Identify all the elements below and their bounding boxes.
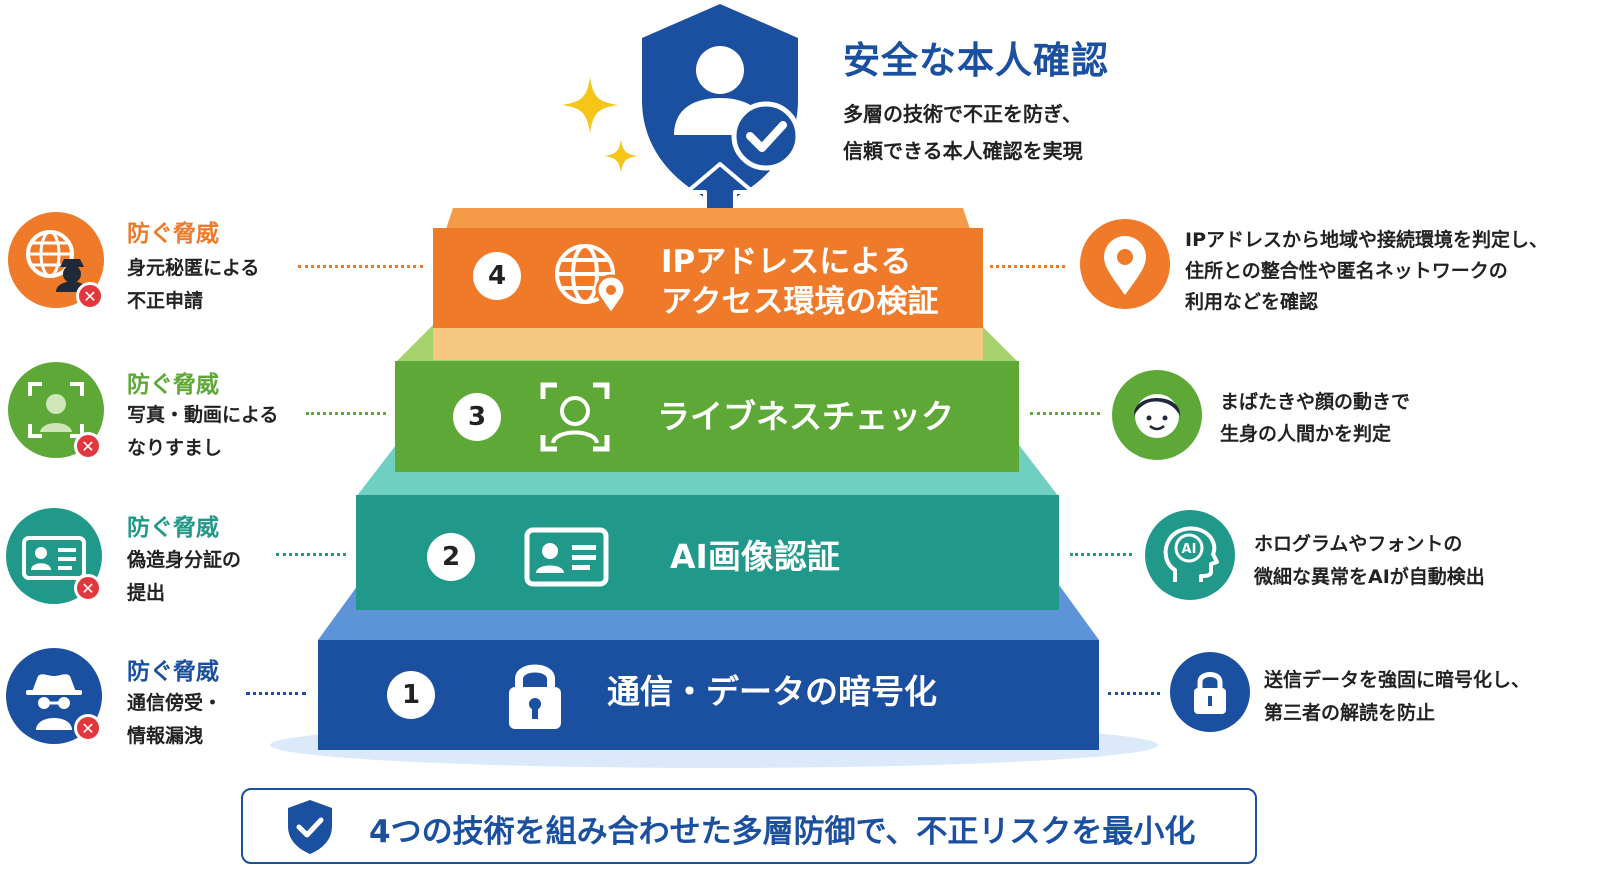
desc-text-line-2: 生身の人間かを判定 xyxy=(1220,423,1392,445)
ai-label: AI xyxy=(1182,542,1197,557)
globe-pin-icon xyxy=(555,244,627,314)
connector-dots xyxy=(1030,412,1100,415)
tier-number: 2 xyxy=(427,533,475,581)
id-card-icon xyxy=(22,536,86,580)
desc-text-line-3: 利用などを確認 xyxy=(1185,291,1319,313)
up-arrow-icon xyxy=(685,162,755,218)
sparkle-icon xyxy=(562,77,618,133)
face-scan-icon xyxy=(540,382,610,452)
threat-heading: 防ぐ脅威 xyxy=(127,659,219,685)
footer-text: 4つの技術を組み合わせた多層防御で、不正リスクを最小化 xyxy=(369,814,1196,850)
threat-text-line-1: 偽造身分証の xyxy=(127,549,242,571)
footer-banner: 4つの技術を組み合わせた多層防御で、不正リスクを最小化 xyxy=(241,788,1257,864)
page-title: 安全な本人確認 xyxy=(843,39,1109,82)
desc-icon-ai-head: AI xyxy=(1145,510,1235,600)
id-card-icon xyxy=(524,527,609,587)
threat-text-line-2: なりすまし xyxy=(127,437,223,459)
threat-text-line-2: 提出 xyxy=(127,582,166,604)
desc-text-line-2: 住所との整合性や匿名ネットワークの xyxy=(1185,260,1508,282)
threat-icon-id-card: ✕ xyxy=(6,508,102,604)
threat-heading: 防ぐ脅威 xyxy=(127,515,219,541)
tier-number: 3 xyxy=(453,393,501,441)
connector-dots xyxy=(298,265,423,268)
connector-dots xyxy=(990,265,1065,268)
desc-icon-face xyxy=(1112,370,1202,460)
desc-text-line-1: IPアドレスから地域や接続環境を判定し、 xyxy=(1185,229,1548,251)
connector-dots xyxy=(1108,692,1160,695)
tier-label-line-2: アクセス環境の検証 xyxy=(661,284,939,320)
tier-4-ip-check: 4 IPアドレスによる アクセス環境の検証 xyxy=(433,208,983,360)
lock-icon xyxy=(509,664,561,729)
tier-label-line-1: IPアドレスによる xyxy=(661,244,912,280)
threat-text-line-2: 不正申請 xyxy=(127,290,204,312)
desc-icon-location-pin xyxy=(1080,219,1170,309)
x-badge-icon: ✕ xyxy=(76,282,104,310)
page-subtitle: 多層の技術で不正を防ぎ、 信頼できる本人確認を実現 xyxy=(843,96,1083,170)
tier-number: 1 xyxy=(387,671,435,719)
ai-head-icon: AI xyxy=(1163,526,1219,582)
lock-icon xyxy=(1194,672,1226,714)
tier-number: 4 xyxy=(473,252,521,300)
connector-dots xyxy=(246,692,306,695)
tier-label: ライブネスチェック xyxy=(657,397,954,436)
connector-dots xyxy=(276,553,346,556)
desc-text-line-1: まばたきや顔の動きで xyxy=(1220,391,1411,413)
connector-dots xyxy=(1070,553,1132,556)
subtitle-line-2: 信頼できる本人確認を実現 xyxy=(843,139,1083,163)
face-icon xyxy=(1133,394,1181,438)
tier-4-shape xyxy=(433,208,983,360)
spy-icon xyxy=(26,674,82,730)
desc-text-line-1: ホログラムやフォントの xyxy=(1254,533,1463,555)
x-badge-icon: ✕ xyxy=(74,714,102,742)
subtitle-line-1: 多層の技術で不正を防ぎ、 xyxy=(843,102,1082,126)
threat-text-line-1: 身元秘匿による xyxy=(127,257,260,279)
tier-label: AI画像認証 xyxy=(670,537,840,576)
location-pin-icon xyxy=(1104,236,1146,295)
shield-user-icon xyxy=(642,4,801,205)
face-scan-icon xyxy=(28,382,84,438)
desc-icon-lock xyxy=(1170,652,1250,732)
threat-text-line-1: 写真・動画による xyxy=(127,404,279,426)
threat-icon-globe-spy: ✕ xyxy=(8,212,104,310)
threat-heading: 防ぐ脅威 xyxy=(127,221,219,247)
x-badge-icon: ✕ xyxy=(74,574,102,602)
threat-icon-face-scan: ✕ xyxy=(8,362,104,460)
threat-text-line-2: 情報漏洩 xyxy=(127,725,204,747)
desc-text-line-1: 送信データを強固に暗号化し、 xyxy=(1264,669,1531,691)
x-badge-icon: ✕ xyxy=(74,432,102,460)
desc-text-line-2: 微細な異常をAIが自動検出 xyxy=(1254,566,1485,588)
threat-text-line-1: 通信傍受・ xyxy=(127,692,223,714)
connector-dots xyxy=(306,412,386,415)
threat-heading: 防ぐ脅威 xyxy=(127,372,219,398)
sparkle-small-icon xyxy=(604,139,638,173)
desc-text-line-2: 第三者の解読を防止 xyxy=(1264,702,1436,724)
tier-label: 通信・データの暗号化 xyxy=(607,672,937,711)
threat-icon-spy: ✕ xyxy=(6,648,102,744)
shield-check-icon xyxy=(288,800,332,854)
